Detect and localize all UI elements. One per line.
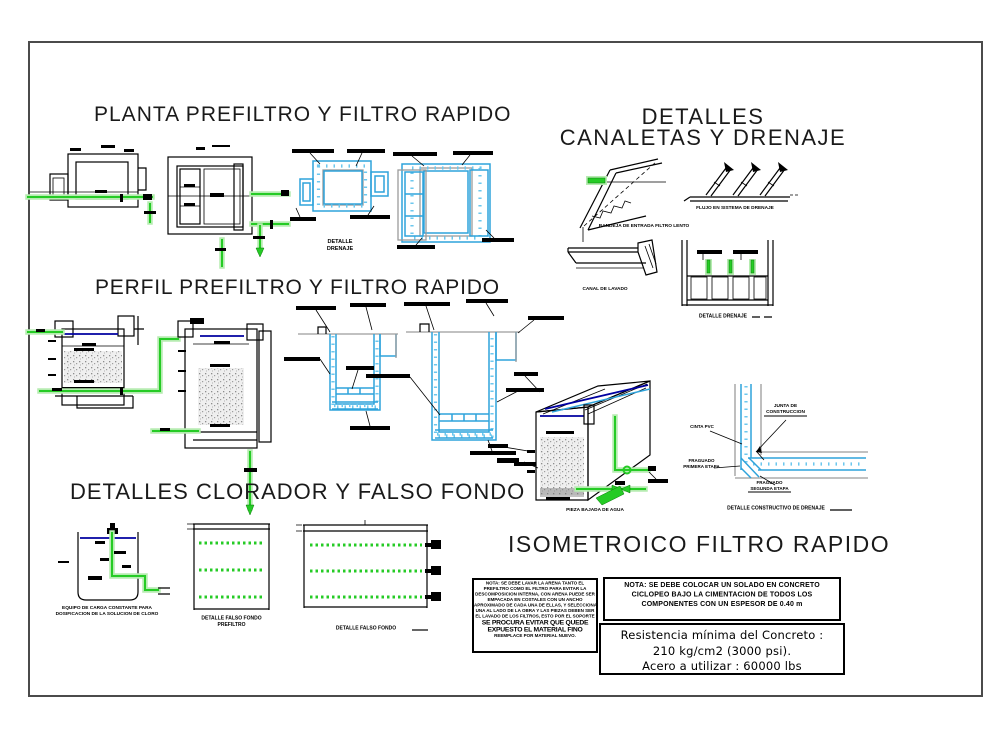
perfil-filtro (150, 318, 272, 516)
drain-pipe (732, 162, 761, 197)
label-junta-construccion: JUNTA DE CONSTRUCCION (764, 403, 807, 417)
detalle-junta-construccion (709, 384, 868, 511)
label-fraguado-segunda: FRAGUADO SEGUNDA ETAPA (748, 480, 791, 493)
leader-labels (366, 299, 564, 455)
caption-clorador-line2: DOSIFICACION DE LA SOLUCION DE CLORO (55, 611, 159, 617)
drain-pipe (759, 162, 788, 197)
canaleta-entrada-iso (579, 158, 666, 242)
clorador-tanque (58, 523, 170, 601)
label-fraguado-primera-line1: FRAGUADO (688, 458, 715, 463)
plan-prefiltro (25, 145, 156, 225)
leader-labels (488, 372, 668, 483)
label-fraguado-primera: FRAGUADO PRIMERA ETAPA (682, 458, 721, 470)
dense-note-line: REEMPLACE POR MATERIAL NUEVO. (494, 633, 576, 639)
label-fraguado-primera-line2: PRIMERA ETAPA (683, 463, 720, 469)
clorador-title: DETALLES CLORADOR Y FALSO FONDO (70, 479, 526, 504)
label-junta-line1: JUNTA DE (773, 403, 798, 409)
dense-note-line: PREFILTRO COMO EL FILTRO PARA EVITAR LA (483, 585, 587, 591)
falso-fondo-filtro (296, 520, 441, 631)
label-cinta-pvc: CINTA PVC (690, 424, 714, 429)
dense-note-line: UNA AL LADO DE LA OBRA Y LAS PIEZAS DEBE… (475, 607, 595, 613)
plan-detalle-drenaje-cyan (290, 149, 390, 221)
solado-note-box: NOTA: SE DEBE COLOCAR UN SOLADO EN CONCR… (603, 577, 841, 621)
caption-falso-fondo-prefiltro-line2: PREFILTRO (217, 622, 246, 628)
leader-labels (709, 419, 787, 486)
caption-bandeja-entrada: BANDEJA DE ENTRADA FILTRO LENTO (598, 223, 690, 229)
dense-note-box: NOTA: SE DEBE LAVAR LA ARENA TANTO EL PR… (472, 578, 598, 653)
plan-detalle-cyan-grande (393, 151, 514, 249)
detalle-drenaje-seccion (681, 240, 774, 318)
materiales-line3: Acero a utilizar : 60000 lbs (642, 659, 802, 674)
caption-iso-salida: PIEZA BAJADA DE AGUA (566, 507, 624, 513)
flujo-drenaje-iso (683, 162, 800, 202)
materiales-note-box: Resistencia mínima del Concreto : 210 kg… (599, 623, 845, 675)
dense-note-line: DESCOMPOSICION INTERNA, CON ARENA PUEDE … (475, 591, 595, 597)
label-fraguado-segunda-line2: SEGUNDA ETAPA (748, 486, 791, 493)
perfil-estructura-cyan-1 (284, 303, 398, 430)
label-fraguado-segunda-line1: FRAGUADO (756, 480, 783, 485)
caption-detalle-drenaje-planta: DETALLE DRENAJE (326, 238, 354, 252)
dense-note-line: NOTA: SE DEBE LAVAR LA ARENA TANTO EL (485, 580, 585, 586)
drain-pipe (705, 162, 734, 197)
caption-canal-lavado: CANAL DE LAVADO (582, 286, 628, 292)
label-junta-line2: CONSTRUCCION (764, 409, 807, 417)
solado-note-line1: NOTA: SE DEBE COLOCAR UN SOLADO EN CONCR… (624, 580, 820, 589)
caption-flujo-drenaje: FLUJO EN SISTEMA DE DRENAJE (696, 205, 774, 211)
perfil-prefiltro (25, 315, 181, 409)
caption-detalle-constructivo: DETALLE CONSTRUCTIVO DE DRENAJE (727, 505, 825, 512)
leader-labels (290, 149, 390, 221)
canaletas-title-line1: DETALLES (641, 104, 765, 129)
falso-fondo-prefiltro (187, 523, 270, 610)
dense-note-line: EMPACADA EN COSTALES CON UN ANCHO (487, 596, 583, 602)
perfil-estructura-cyan-2 (366, 299, 564, 463)
isometrico-title: ISOMETROICO FILTRO RAPIDO (508, 531, 891, 557)
canaletas-title-line2: CANALETAS Y DRENAJE (559, 125, 847, 150)
dense-note-line: EL LAVADO DE LOS FILTROS, ESTO POR EL SO… (475, 613, 595, 619)
caption-clorador-line1: EQUIPO DE CARGA CONSTANTE PARA (62, 605, 152, 611)
dense-note-emphasis: SE PROCURA EVITAR QUE QUEDE (481, 618, 589, 626)
materiales-line1: Resistencia mínima del Concreto : (620, 628, 824, 642)
drawing-border-frame (28, 41, 983, 697)
plan-filtro (167, 145, 291, 269)
dense-note-line: APROXIMADO DE CADA UNA DE ELLAS, Y SELEC… (474, 602, 598, 608)
caption-falso-fondo-prefiltro: DETALLE FALSO FONDO PREFILTRO (200, 615, 263, 628)
caption-detalle-drenaje-seccion: DETALLE DRENAJE (699, 313, 747, 320)
dense-note-emphasis: EXPUESTO EL MATERIAL FINO (487, 625, 583, 633)
solado-note-line3: COMPONENTES CON UN ESPESOR DE 0.40 m (641, 599, 803, 608)
perfil-title: PERFIL PREFILTRO Y FILTRO RAPIDO (95, 276, 500, 299)
materiales-line2: 210 kg/cm2 (3000 psi). (652, 643, 792, 658)
caption-falso-fondo-filtro: DETALLE FALSO FONDO (335, 625, 397, 632)
solado-note-line2: CICLOPEO BAJO LA CIMENTACION DE TODOS LO… (631, 589, 813, 598)
caption-falso-fondo-prefiltro-line1: DETALLE FALSO FONDO (201, 615, 262, 622)
canal-lavado (567, 239, 658, 276)
planta-title: PLANTA PREFILTRO Y FILTRO RAPIDO (94, 103, 512, 126)
isometrico-filtro (488, 372, 668, 506)
leader-labels (284, 303, 390, 430)
caption-clorador: EQUIPO DE CARGA CONSTANTE PARA DOSIFICAC… (42, 605, 172, 617)
leader-labels (393, 151, 514, 249)
